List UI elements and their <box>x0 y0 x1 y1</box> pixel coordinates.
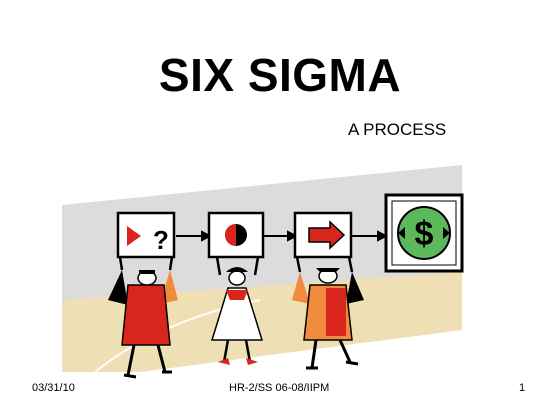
half-circle-icon <box>207 211 265 259</box>
connector-arrows <box>176 230 389 242</box>
slide-title: SIX SIGMA <box>158 49 402 101</box>
person-2 <box>210 256 264 365</box>
footer-date: 03/31/10 <box>32 382 75 394</box>
person-1 <box>108 256 178 379</box>
footer-course-code: HR-2/SS 06-08/IIPM <box>229 382 330 394</box>
arrow-right-icon <box>293 211 353 259</box>
svg-text:?: ? <box>153 225 169 255</box>
question-icon: ? <box>116 211 176 259</box>
slide-subtitle: A PROCESS <box>348 120 447 139</box>
svg-text:$: $ <box>415 215 434 253</box>
footer-page-number: 1 <box>519 382 526 394</box>
dollar-icon: $ <box>384 193 464 273</box>
person-3 <box>292 256 364 370</box>
